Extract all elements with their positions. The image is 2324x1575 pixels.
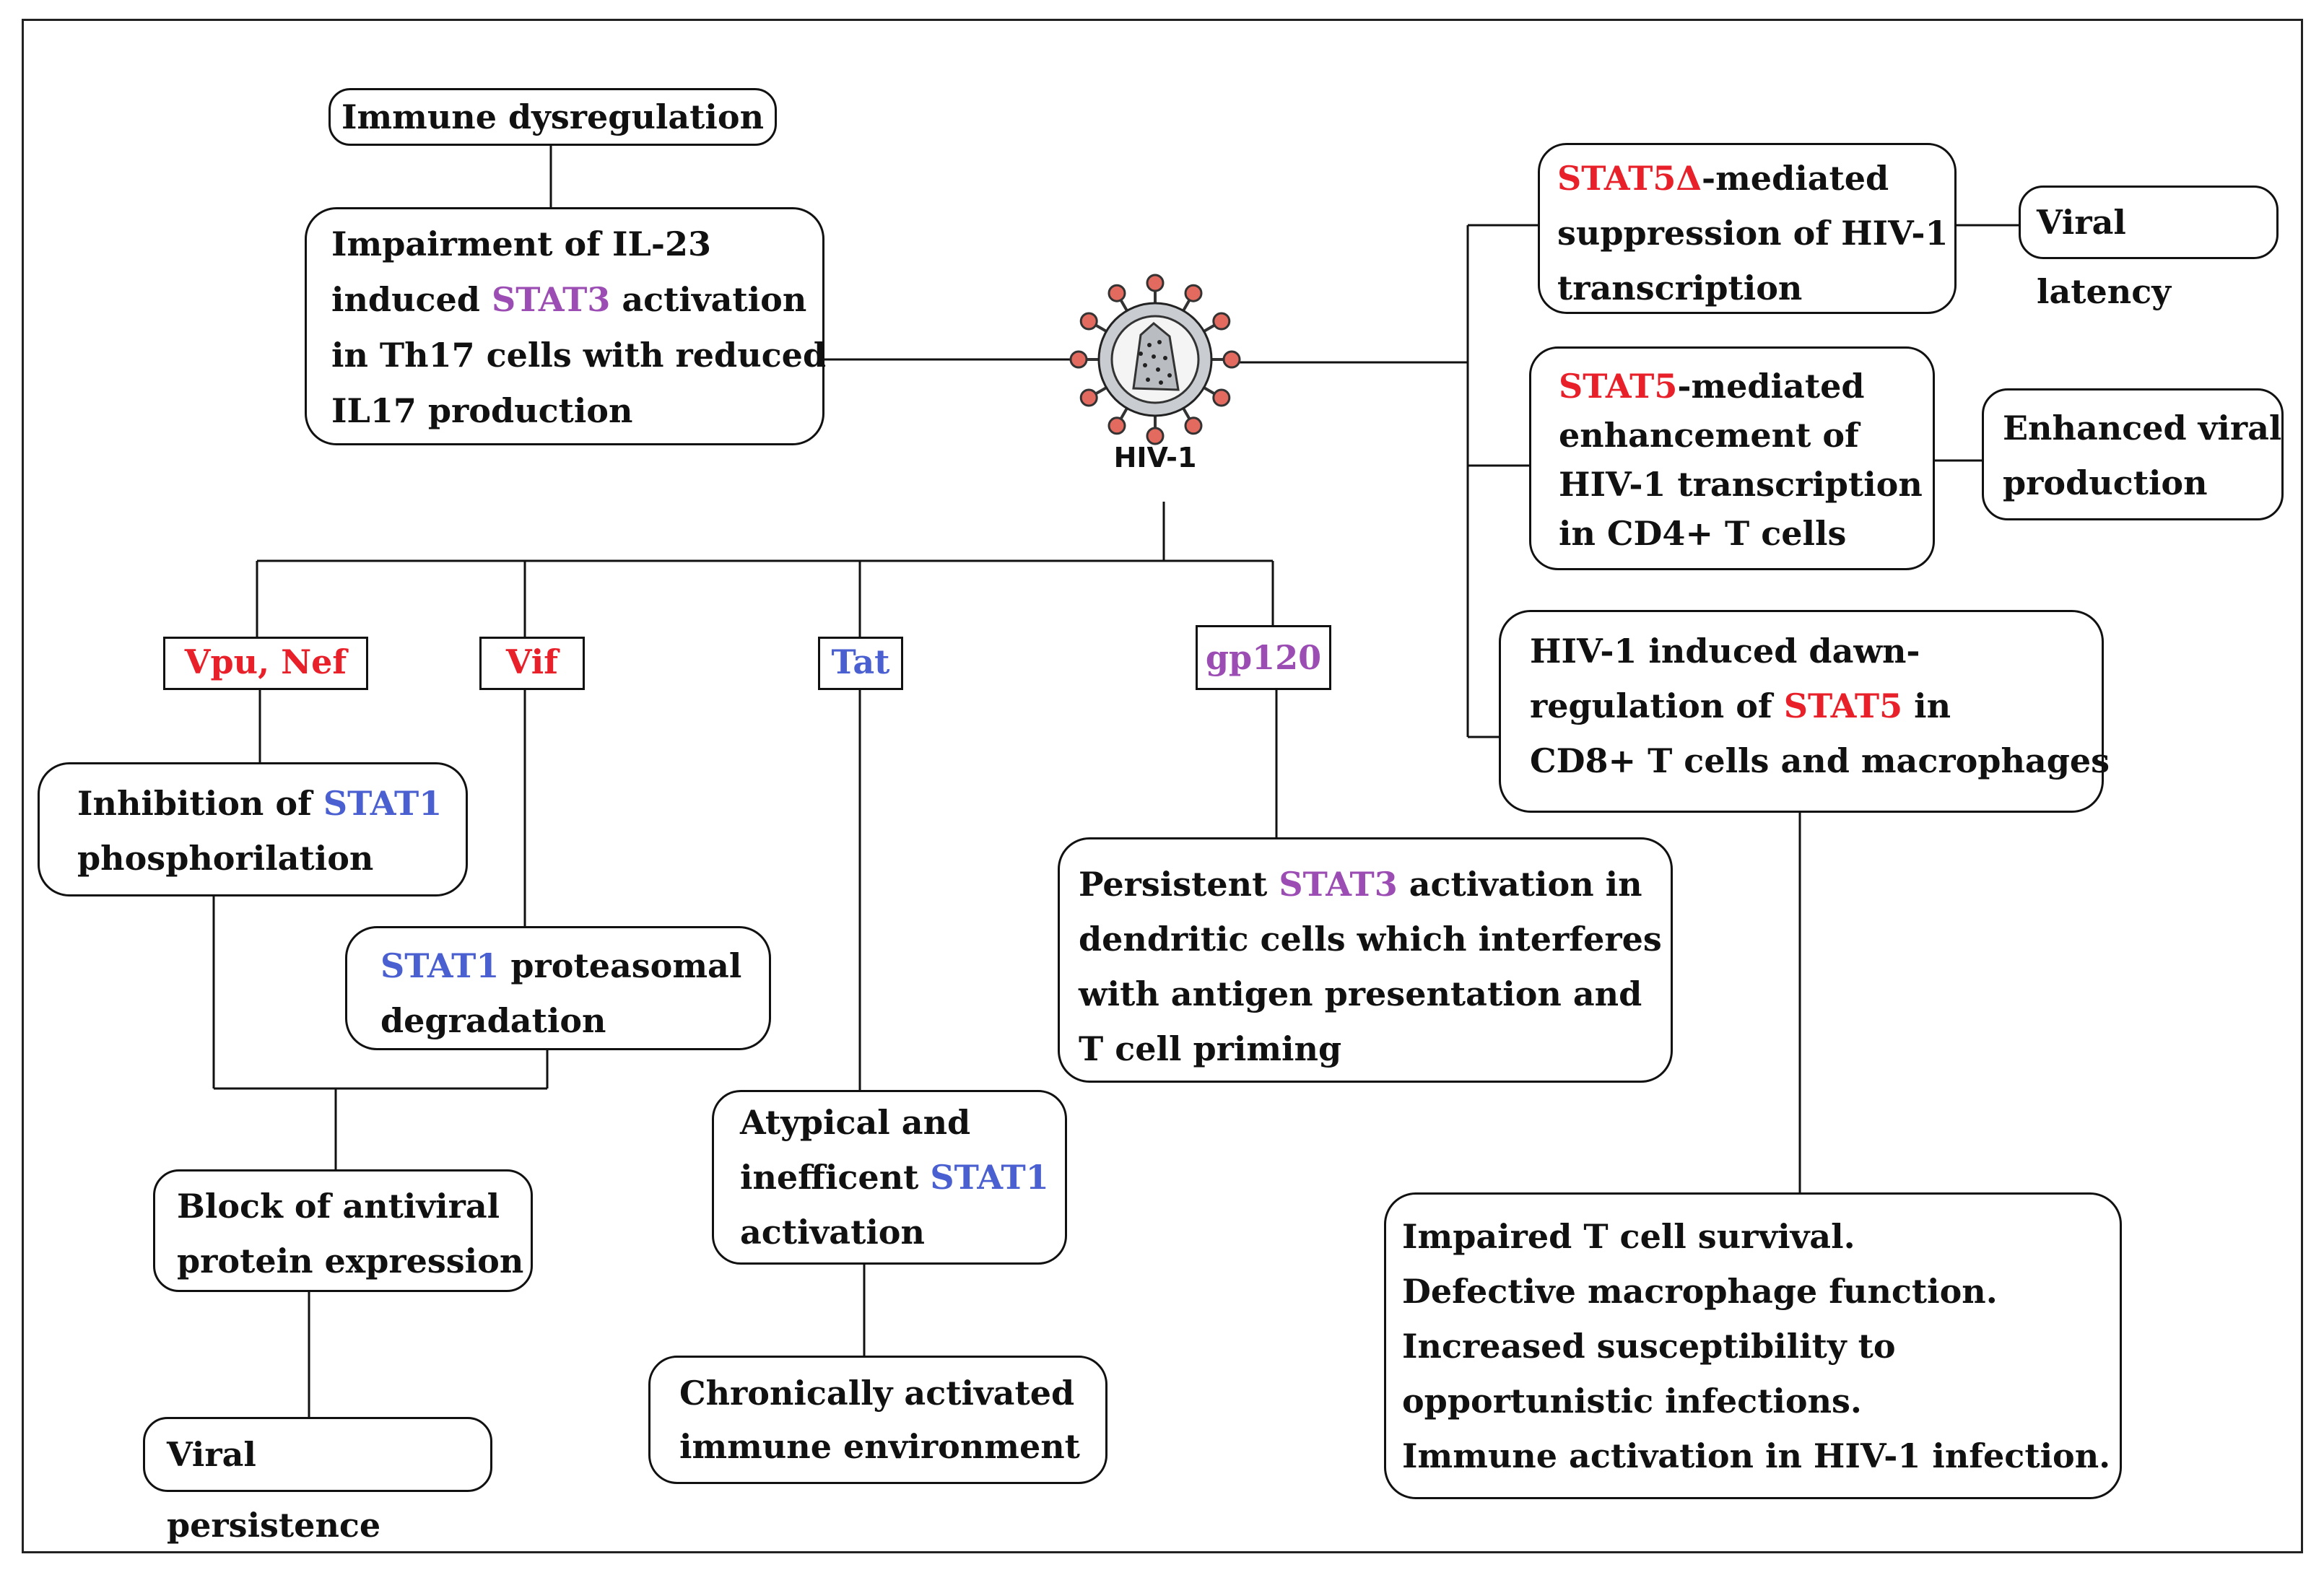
chronic-immune-box: Chronically activated immune environment — [648, 1356, 1107, 1484]
virus-spike-head — [1184, 416, 1203, 435]
virus-spike-head — [1069, 350, 1088, 369]
stat5-line2: enhancement of — [1559, 416, 1859, 455]
gp120-line2: dendritic cells which interferes — [1079, 920, 1662, 959]
virus-spike-head — [1146, 274, 1165, 292]
outcome-line-3: Increased susceptibility to — [1402, 1327, 1896, 1366]
il23-line2-pre: induced — [331, 280, 492, 319]
stat5delta-box: STAT5Δ-mediated suppression of HIV-1 tra… — [1538, 143, 1957, 314]
downreg-line2-pre: regulation of — [1530, 686, 1784, 725]
enhanced-line2: production — [2003, 463, 2208, 502]
virus-spike-head — [1107, 284, 1126, 302]
hiv-virus-icon — [1069, 274, 1241, 445]
atypical-stat1-box: Atypical and inefficent STAT1 activation — [712, 1090, 1067, 1265]
immune-dysregulation-text: Immune dysregulation — [341, 97, 765, 136]
stat5-downregulation-box: HIV-1 induced dawn- regulation of STAT5 … — [1499, 610, 2110, 813]
downreg-line1: HIV-1 induced dawn- — [1530, 632, 1920, 671]
stat5delta-line3: transcription — [1557, 269, 1803, 307]
enhanced-line1: Enhanced viral — [2003, 409, 2282, 448]
gp120-line1-post: activation in — [1397, 865, 1642, 904]
virus-spike-head — [1212, 312, 1231, 331]
outcome-line-4: opportunistic infections. — [1402, 1382, 1862, 1421]
inhibition-line1-pre: Inhibition of — [77, 784, 323, 823]
outcomes-box: Impaired T cell survival. Defective macr… — [1384, 1192, 2122, 1499]
il23-line4: IL17 production — [331, 391, 633, 430]
stat1-inhibition-box: Inhibition of STAT1 phosphorilation — [38, 762, 468, 896]
virus-spike-head — [1107, 416, 1126, 435]
viral-persistence-text: Viral persistence — [167, 1435, 381, 1545]
stat5-line3: HIV-1 transcription — [1559, 465, 1923, 504]
tat-tag: Tat — [818, 637, 903, 690]
block-antiviral-box: Block of antiviral protein expression — [153, 1169, 533, 1292]
stat5-line4: in CD4+ T cells — [1559, 514, 1847, 553]
chronic-line1: Chronically activated — [679, 1374, 1075, 1413]
stat1-degradation-box: STAT1 proteasomal degradation — [345, 926, 771, 1050]
virus-spike-head — [1079, 388, 1098, 407]
chronic-line2: immune environment — [679, 1427, 1080, 1466]
virus-spike-head — [1079, 312, 1098, 331]
il23-line1: Impairment of IL-23 — [331, 224, 711, 263]
enhanced-viral-production-box: Enhanced viral production — [1982, 388, 2284, 520]
diagram-frame — [22, 19, 2303, 1553]
block-line2: protein expression — [177, 1242, 524, 1280]
il23-impairment-box: Impairment of IL-23 induced STAT3 activa… — [305, 207, 827, 445]
atypical-line2-pre: inefficent — [740, 1158, 931, 1197]
gp120-line3: with antigen presentation and — [1079, 974, 1642, 1013]
degradation-line2: degradation — [380, 1001, 606, 1040]
atypical-stat1-highlight: STAT1 — [930, 1158, 1049, 1197]
viral-persistence-box: Viral persistence — [143, 1417, 492, 1545]
stat5delta-line1-post: -mediated — [1702, 159, 1889, 198]
virus-label: HIV-1 — [1113, 442, 1197, 474]
vif-tag: Vif — [479, 637, 585, 690]
outcome-line-5: Immune activation in HIV-1 infection. — [1402, 1436, 2111, 1475]
virus-spike-head — [1222, 350, 1241, 369]
gp120-line4: T cell priming — [1079, 1029, 1342, 1068]
gp120-stat3-highlight: STAT3 — [1279, 865, 1398, 904]
block-line1: Block of antiviral — [177, 1187, 500, 1226]
immune-dysregulation-box: Immune dysregulation — [328, 88, 777, 146]
outcome-line-2: Defective macrophage function. — [1402, 1272, 1998, 1311]
downreg-line3: CD8+ T cells and macrophages — [1530, 741, 2110, 780]
vpu-nef-tag: Vpu, Nef — [163, 637, 368, 690]
atypical-line1: Atypical and — [740, 1103, 971, 1142]
virus-spike-head — [1146, 427, 1165, 445]
stat5-highlight: STAT5 — [1559, 367, 1678, 406]
inhibition-line2: phosphorilation — [77, 839, 374, 878]
viral-latency-text: Viral latency — [2037, 203, 2171, 311]
virus-spike-head — [1212, 388, 1231, 407]
downreg-line2-post: in — [1902, 686, 1951, 725]
degradation-stat1-highlight: STAT1 — [380, 946, 500, 985]
il23-line3: in Th17 cells with reduced — [331, 336, 827, 375]
stat5-line1-post: -mediated — [1677, 367, 1865, 406]
stat5delta-line2: suppression of HIV-1 — [1557, 214, 1949, 253]
outcome-line-1: Impaired T cell survival. — [1402, 1217, 1855, 1256]
viral-latency-box: Viral latency — [2019, 186, 2279, 311]
downreg-stat5-highlight: STAT5 — [1783, 686, 1903, 725]
gp120-stat3-box: Persistent STAT3 activation in dendritic… — [1058, 837, 1673, 1083]
atypical-line3: activation — [740, 1213, 925, 1252]
stat5-enhancement-box: STAT5-mediated enhancement of HIV-1 tran… — [1529, 346, 1935, 570]
il23-line2-post: activation — [610, 280, 807, 319]
virus-spike-head — [1184, 284, 1203, 302]
degradation-line1-post: proteasomal — [499, 946, 742, 985]
inhibition-stat1-highlight: STAT1 — [323, 784, 443, 823]
il23-stat3-highlight: STAT3 — [491, 280, 611, 319]
gp120-tag: gp120 — [1196, 625, 1331, 690]
stat5delta-highlight: STAT5Δ — [1557, 159, 1702, 198]
gp120-line1-pre: Persistent — [1079, 865, 1279, 904]
